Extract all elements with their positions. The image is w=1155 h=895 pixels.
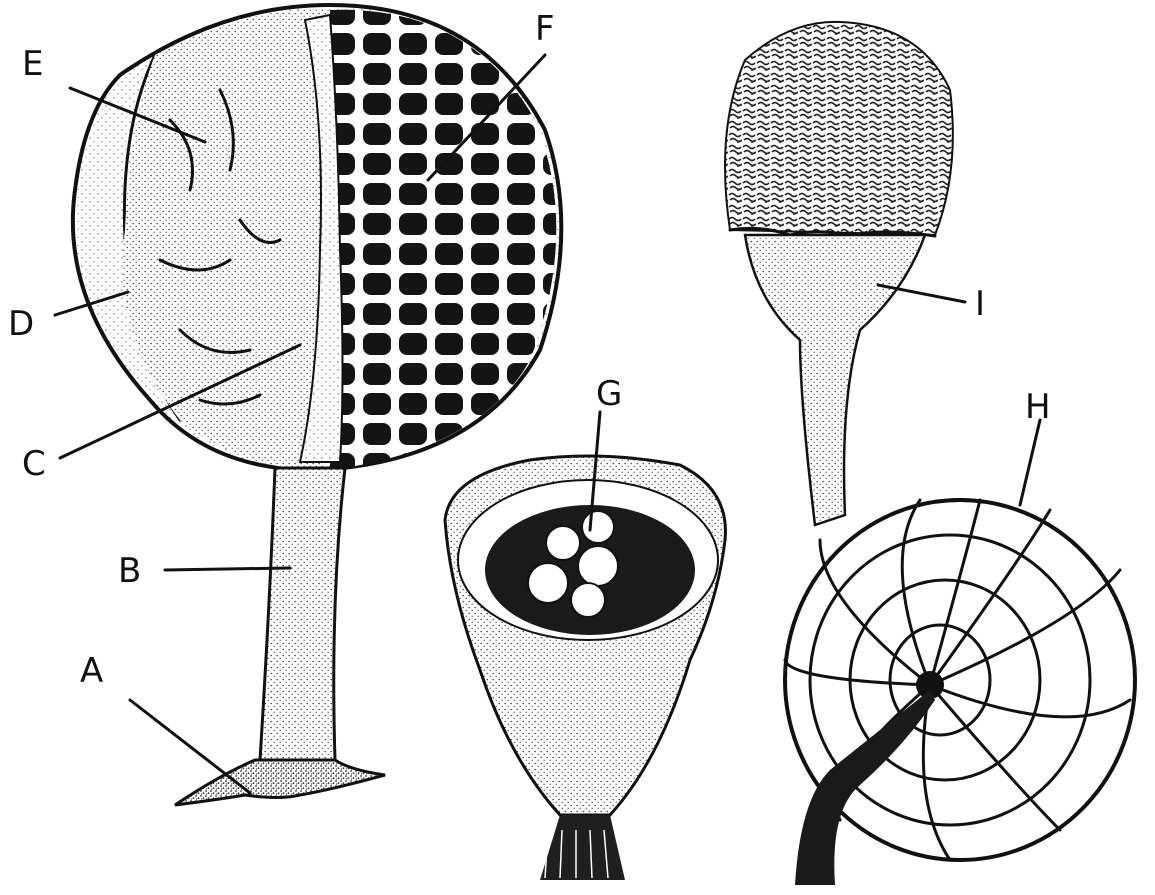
cup-sporangium: [445, 456, 725, 880]
label-d: D: [8, 304, 34, 344]
leader-line-h: [1020, 420, 1040, 505]
label-c: C: [22, 444, 46, 484]
capillitium-network: [320, 0, 560, 480]
leader-line-a: [130, 700, 250, 793]
label-g: G: [596, 374, 622, 414]
stalk: [260, 468, 345, 760]
label-i: I: [975, 284, 985, 324]
label-a: A: [80, 651, 103, 691]
capillitium-net: [785, 500, 1135, 885]
label-h: H: [1025, 387, 1051, 427]
leader-line-b: [165, 568, 290, 570]
cup-stalk: [540, 815, 625, 880]
stalked-sporangium: [725, 22, 953, 525]
calyculus-stalk: [745, 235, 925, 525]
hypothallus: [175, 760, 385, 805]
spore-head: [725, 22, 953, 235]
label-f: F: [535, 9, 555, 49]
label-b: B: [118, 551, 141, 591]
label-e: E: [22, 44, 43, 84]
